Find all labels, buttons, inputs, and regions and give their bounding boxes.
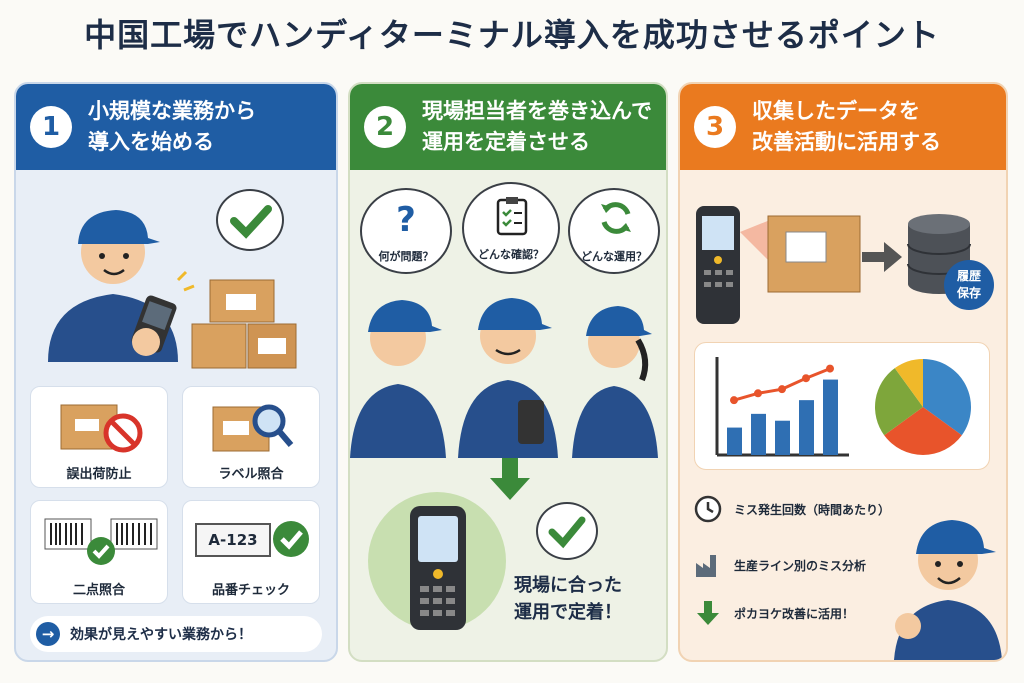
card-label: 品番チェック (211, 583, 290, 598)
tip-text: 効果が見えやすい業務から！ (70, 627, 252, 643)
trend-point (826, 364, 834, 373)
factory-icon (696, 555, 716, 577)
pie-chart (875, 359, 971, 455)
stat-row: 生産ライン別のミス分析 (694, 550, 866, 580)
pie-slice (894, 359, 923, 407)
panel-heading: 小規模な業務から 導入を始める (88, 99, 256, 154)
arrow-right-icon (862, 242, 902, 272)
panel-header: 3 収集したデータを 改善活動に活用する (680, 84, 1006, 170)
worker-with-handheld-illustration (48, 210, 195, 362)
clock-icon (694, 495, 722, 523)
card-two-point-check: 二点照合 (30, 500, 168, 604)
bar (799, 400, 814, 455)
panel-heading: 収集したデータを 改善活動に活用する (752, 99, 941, 154)
bar-line-chart (715, 357, 849, 457)
scanning-illustration (696, 206, 861, 324)
card-label-check: ラベル照合 (182, 386, 320, 488)
handheld-terminal-icon (410, 506, 466, 630)
trend-point (754, 389, 762, 398)
card-part-number-check: A-123 品番チェック (182, 500, 320, 604)
refresh-bubble: どんな運用？ (568, 188, 660, 274)
worker-thumbs-up-illustration (894, 520, 1002, 660)
pie-slice (923, 359, 971, 436)
bar (775, 420, 790, 455)
result-text: 現場に合った 運用で定着！ (514, 575, 622, 623)
card-label: 誤出荷防止 (66, 467, 132, 482)
bar (751, 413, 766, 455)
question-bubble: ? 何が問題？ (360, 188, 452, 274)
trend-point (802, 374, 810, 383)
panel-small-scope: 1 小規模な業務から 導入を始める 誤出荷防止 ラベル照合 (14, 82, 338, 662)
bubble-label: どんな確認？ (478, 248, 544, 261)
check-icon (230, 205, 272, 239)
question-icon: ? (396, 200, 416, 240)
check-icon (548, 516, 586, 549)
bar (727, 427, 742, 455)
check-bubble (536, 502, 598, 560)
arrow-down-icon (490, 458, 530, 500)
pie-slice (884, 407, 962, 455)
history-storage-badge: 履歴 保存 (944, 260, 994, 310)
refresh-icon (601, 202, 631, 234)
tip-banner: → 効果が見えやすい業務から！ (30, 616, 322, 652)
bubble-label: 何が問題？ (378, 250, 434, 263)
trend-point (730, 396, 738, 405)
panel-heading: 現場担当者を巻き込んで 運用を定着させる (422, 99, 652, 154)
boxes-icon (191, 279, 297, 369)
page-title: 中国工場でハンディターミナル導入を成功させるポイント (84, 16, 940, 54)
clipboard-icon (496, 197, 528, 236)
stat-row: ミス発生回数（時間あたり） (694, 494, 890, 524)
step-number: 2 (364, 106, 406, 148)
panel-involve-staff: 2 現場担当者を巻き込んで 運用を定着させる ? 何が問題？ どんな確認？ どん… (348, 82, 668, 662)
arrow-down-icon (697, 601, 719, 625)
stat-label: ミス発生回数（時間あたり） (734, 502, 891, 517)
panel-header: 1 小規模な業務から 導入を始める (16, 84, 336, 170)
card-mis-shipment: 誤出荷防止 (30, 386, 168, 488)
arrow-right-icon: → (36, 622, 60, 646)
panel-header: 2 現場担当者を巻き込んで 運用を定着させる (350, 84, 666, 170)
trend-point (778, 385, 786, 394)
barcode-pair-icon (44, 518, 158, 565)
panel-use-data: 3 収集したデータを 改善活動に活用する 履歴 保存 ミス発生回数（時間あたり）… (678, 82, 1008, 662)
card-label: 二点照合 (72, 583, 125, 598)
stat-row: ポカヨケ改善に活用！ (694, 598, 854, 628)
magnifier-icon (212, 404, 294, 452)
check-bubble (216, 189, 284, 251)
prohibit-icon (60, 404, 143, 453)
step-number: 3 (694, 106, 736, 148)
bubble-label: どんな運用？ (581, 250, 647, 263)
check-icon (273, 521, 309, 557)
chart-card (694, 342, 990, 470)
card-label: ラベル照合 (218, 467, 284, 482)
team-discussion-illustration (350, 298, 658, 458)
trend-line (733, 367, 831, 402)
part-number-label: A-123 (195, 523, 271, 557)
stat-label: 生産ライン別のミス分析 (734, 558, 867, 573)
bar (823, 379, 838, 455)
pie-slice (875, 368, 923, 436)
stat-label: ポカヨケ改善に活用！ (734, 606, 855, 621)
clipboard-bubble: どんな確認？ (462, 182, 560, 274)
step-number: 1 (30, 106, 72, 148)
